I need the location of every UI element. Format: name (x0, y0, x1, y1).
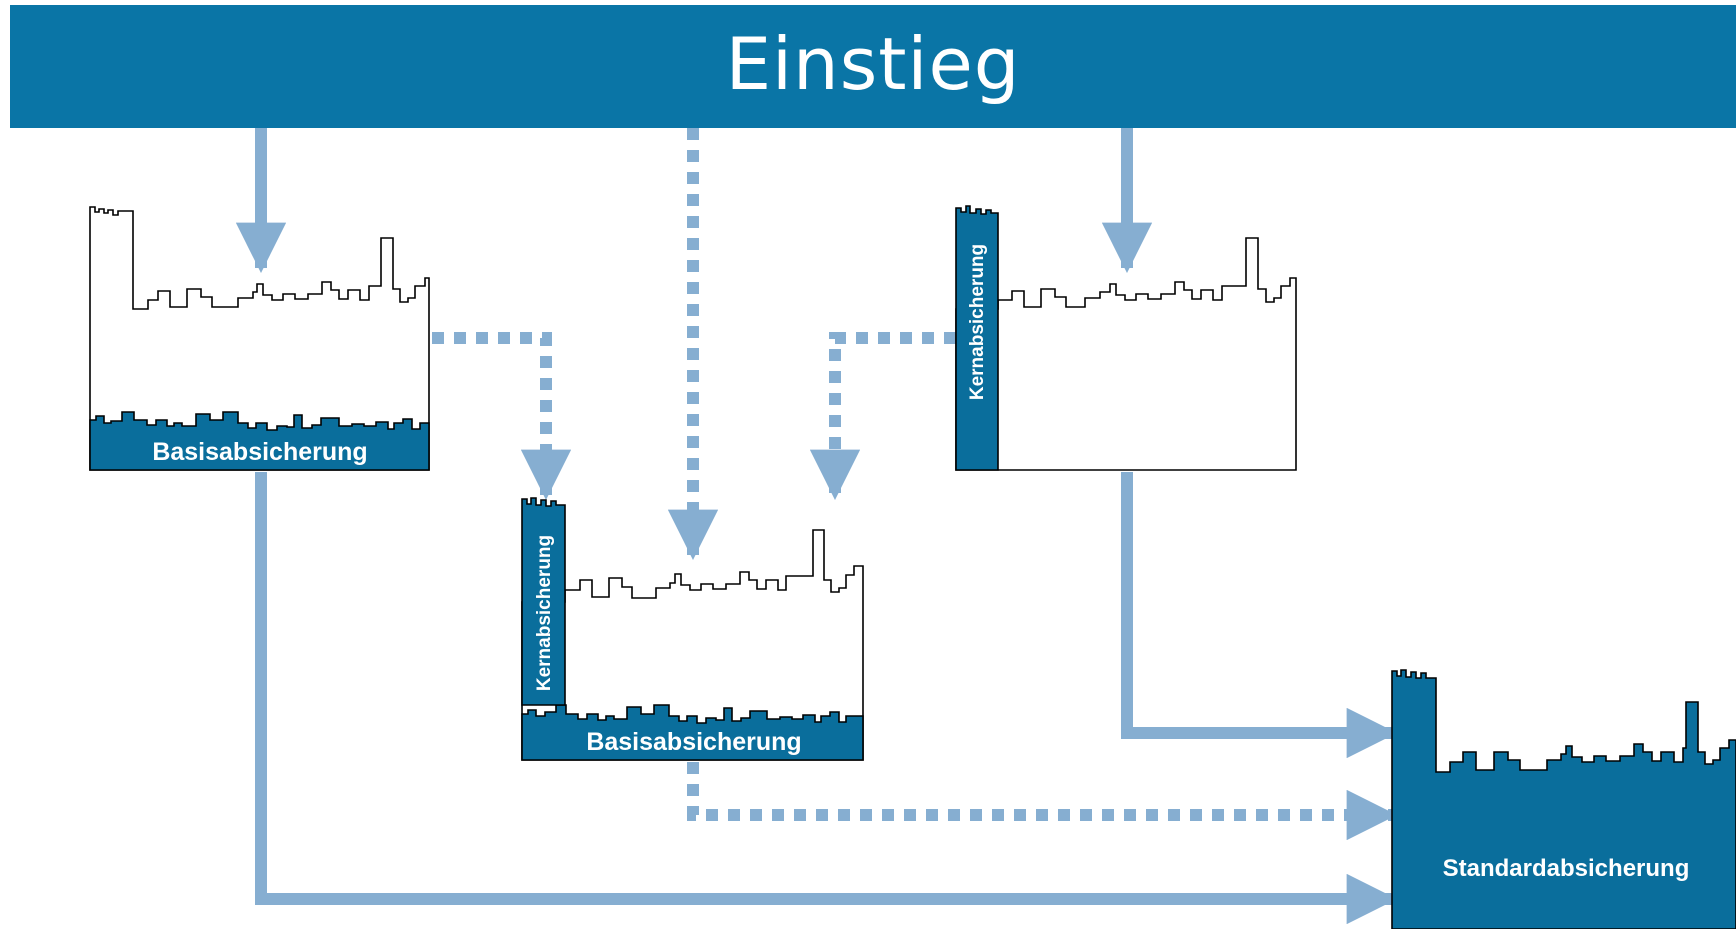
arrow-basis-to-standard (255, 472, 1398, 925)
kern-label: Kernabsicherung (967, 244, 988, 400)
kern-skyline-outline (955, 237, 1297, 471)
kern-module: Kernabsicherung (955, 205, 1297, 471)
combined-kern-block (521, 497, 566, 706)
arrow-kern-to-combined-dotted (809, 332, 956, 501)
basis-skyline-outline (89, 206, 430, 471)
arrow-basis-to-combined-dotted (432, 332, 572, 501)
entry-header: Einstieg (10, 5, 1736, 128)
standard-module: Standardabsicherung (1391, 669, 1736, 929)
standard-block (1391, 669, 1736, 929)
basis-block (89, 411, 430, 471)
arrow-kern-to-standard (1121, 472, 1398, 759)
combined-basis-label: Basisabsicherung (586, 728, 801, 756)
combined-basis-block (521, 704, 864, 761)
arrows (235, 128, 1398, 925)
arrow-combined-to-standard-dotted (687, 762, 1398, 841)
standard-label: Standardabsicherung (1443, 855, 1690, 882)
combined-module: Kernabsicherung Basisabsicherung (521, 497, 864, 761)
combined-skyline-outline (521, 529, 864, 761)
kern-block (955, 205, 999, 471)
entry-title: Einstieg (725, 21, 1021, 106)
basis-module: Basisabsicherung (89, 206, 430, 471)
basis-label: Basisabsicherung (152, 438, 367, 466)
combined-kern-label: Kernabsicherung (534, 535, 555, 691)
